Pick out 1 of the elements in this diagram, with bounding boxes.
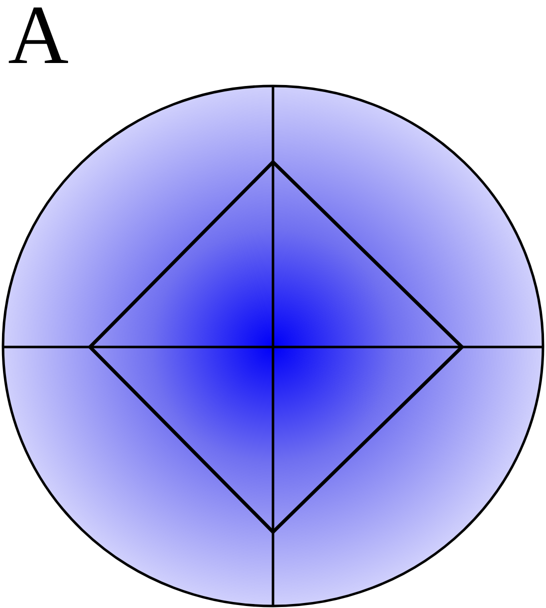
panel-letter: A: [8, 0, 69, 78]
